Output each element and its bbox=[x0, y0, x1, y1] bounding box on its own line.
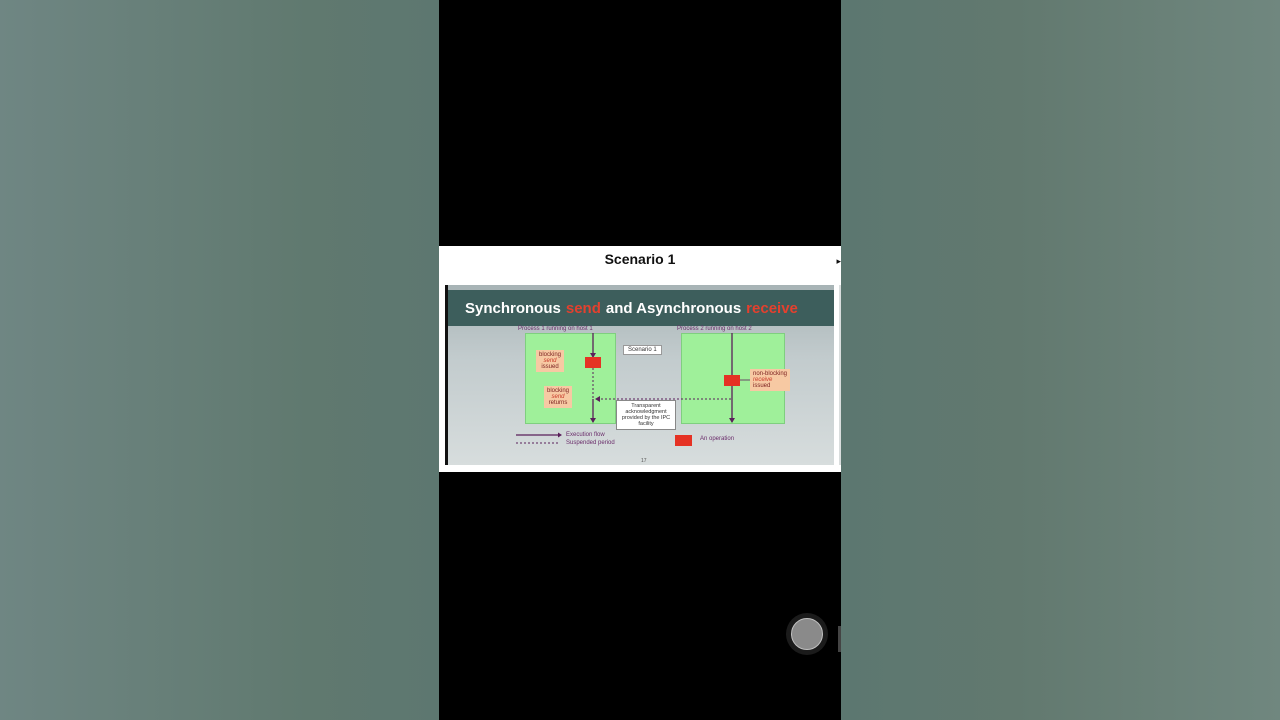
legend-operation-marker bbox=[675, 435, 692, 446]
process2-label: Process 2 running on host 2 bbox=[677, 326, 752, 332]
slide-card: Scenario 1 ▸ Synchronous send and Asynch… bbox=[439, 246, 841, 472]
label-line: blocking bbox=[539, 352, 562, 358]
blurred-background-right bbox=[841, 0, 1280, 720]
p1-arrowhead bbox=[590, 418, 596, 423]
legend-operation-label: An operation bbox=[700, 436, 735, 442]
banner-text-2: and Asynchronous bbox=[605, 299, 742, 317]
legend-execution-label: Execution flow bbox=[566, 432, 605, 438]
process1-label: Process 1 running on host 1 bbox=[518, 326, 593, 332]
edge-handle bbox=[838, 626, 841, 652]
next-slide-edge bbox=[839, 285, 841, 465]
blocking-send-returns-label: blocking send returns bbox=[544, 386, 573, 408]
slide-heading: Scenario 1 bbox=[604, 251, 676, 267]
legend-suspended-label: Suspended period bbox=[566, 440, 615, 446]
p1-arrowhead-top bbox=[590, 353, 596, 358]
banner-text-receive: receive bbox=[746, 299, 798, 317]
legend-arrowhead bbox=[558, 432, 562, 438]
scenario-tag: Scenario 1 bbox=[623, 345, 662, 355]
send-operation-marker bbox=[585, 357, 601, 368]
home-button[interactable] bbox=[786, 613, 828, 655]
label-line-italic: receive bbox=[753, 377, 773, 383]
label-line: blocking bbox=[547, 388, 570, 394]
ack-arrowhead bbox=[595, 396, 600, 402]
banner-text-send: send bbox=[565, 299, 601, 317]
banner-text-1: Synchronous bbox=[465, 299, 561, 317]
label-line: returns bbox=[548, 400, 568, 406]
slide-image: Synchronous send and Asynchronous receiv… bbox=[445, 285, 834, 465]
video-frame: Scenario 1 ▸ Synchronous send and Asynch… bbox=[439, 0, 841, 720]
nonblocking-receive-label: non-blocking receive issued bbox=[750, 369, 791, 391]
slide-page-number: 17 bbox=[641, 458, 647, 464]
p2-arrowhead bbox=[729, 418, 735, 423]
label-line: issued bbox=[753, 383, 771, 389]
blocking-send-issued-label: blocking send issued bbox=[536, 350, 565, 372]
label-line-italic: send bbox=[543, 358, 557, 364]
blurred-background-left bbox=[0, 0, 439, 720]
corner-arrow-icon: ▸ bbox=[836, 256, 841, 266]
home-button-icon bbox=[791, 618, 823, 650]
process1-box bbox=[525, 333, 616, 424]
label-line: non-blocking bbox=[753, 371, 788, 377]
label-line-italic: send bbox=[551, 394, 565, 400]
label-line: issued bbox=[541, 364, 559, 370]
slide-banner: Synchronous send and Asynchronous receiv… bbox=[448, 290, 834, 326]
transparent-ack-box: Transparent acknowledgment provided by t… bbox=[616, 400, 676, 430]
receive-operation-marker bbox=[724, 375, 740, 386]
